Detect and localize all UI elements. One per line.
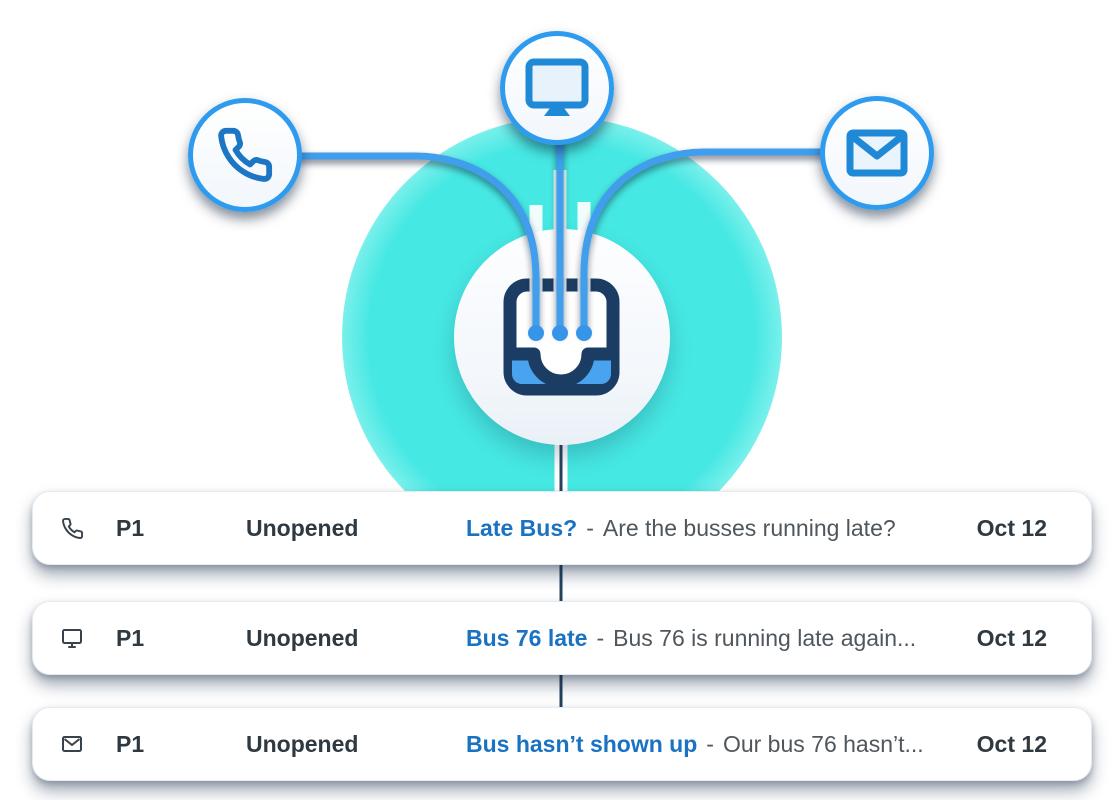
ticket-preview: Bus 76 is running late again... (613, 624, 917, 651)
ticket-preview: Are the busses running late? (602, 514, 896, 541)
ticket-date: Oct 12 (976, 514, 1047, 541)
ticket-date: Oct 12 (976, 730, 1047, 757)
subject-line: Bus hasn’t shown up-Our bus 76 hasn’t... (466, 731, 977, 758)
subject-separator: - (706, 730, 714, 757)
subject-line: Bus 76 late-Bus 76 is running late again… (466, 625, 977, 652)
row-phone-icon (33, 517, 111, 540)
priority-badge: P1 (116, 624, 145, 651)
envelope-icon (846, 129, 908, 177)
priority-badge: P1 (116, 730, 145, 757)
subject-separator: - (596, 624, 605, 651)
subject-separator: - (586, 514, 594, 541)
ticket-row-web[interactable]: P1 Unopened Bus 76 late-Bus 76 is runnin… (32, 601, 1092, 675)
web-channel-circle (500, 31, 614, 145)
ticket-subject: Bus hasn’t shown up (466, 730, 698, 757)
priority-badge: P1 (116, 514, 145, 541)
hub-circle (454, 229, 670, 445)
ticket-subject: Bus 76 late (466, 624, 588, 651)
status-label: Unopened (246, 624, 359, 651)
phone-icon (218, 127, 273, 182)
status-label: Unopened (246, 730, 359, 757)
ticket-row-phone[interactable]: P1 Unopened Late Bus?-Are the busses run… (32, 491, 1092, 565)
ticket-preview: Our bus 76 hasn’t... (722, 730, 924, 757)
phone-channel-circle (188, 98, 302, 212)
email-channel-circle (820, 96, 934, 210)
row-monitor-icon (33, 626, 111, 650)
subject-line: Late Bus?-Are the busses running late? (466, 515, 977, 542)
status-label: Unopened (246, 514, 359, 541)
ticket-date: Oct 12 (976, 624, 1047, 651)
ticket-row-email[interactable]: P1 Unopened Bus hasn’t shown up-Our bus … (32, 707, 1092, 781)
ticket-subject: Late Bus? (466, 514, 578, 541)
monitor-icon (525, 58, 589, 116)
row-envelope-icon (33, 732, 111, 756)
